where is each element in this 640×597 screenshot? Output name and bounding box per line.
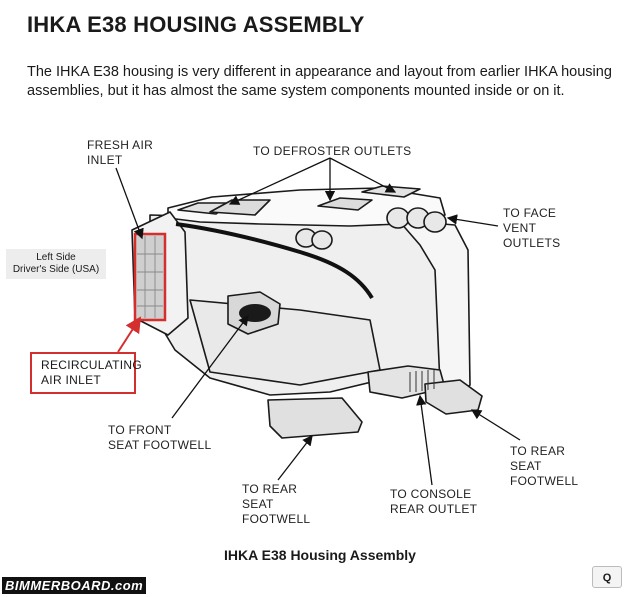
label-line: TO FACE: [503, 206, 557, 220]
intro-paragraph: The IHKA E38 housing is very different i…: [27, 64, 612, 99]
label-line: SEAT FOOTWELL: [108, 438, 212, 452]
page-title: IHKA E38 HOUSING ASSEMBLY: [27, 12, 365, 37]
label-line: SEAT: [242, 497, 274, 511]
label-line: TO CONSOLE: [390, 487, 472, 501]
label-line: TO REAR: [510, 444, 566, 458]
label-line: RECIRCULATING: [41, 358, 143, 372]
label-rear-seat-footwell-left: TO REAR SEAT FOOTWELL: [242, 482, 310, 527]
label-line: TO FRONT: [108, 423, 172, 437]
left-side-note: Left Side Driver's Side (USA): [6, 249, 106, 279]
bimmerboard-logo[interactable]: BIMMERBOARD.com: [2, 577, 147, 594]
label-line: AIR INLET: [41, 373, 102, 387]
label-rear-seat-footwell-right: TO REAR SEAT FOOTWELL: [510, 444, 578, 489]
label-line: Left Side: [36, 252, 76, 263]
label-front-seat-footwell: TO FRONT SEAT FOOTWELL: [108, 423, 211, 453]
label-line: VENT: [503, 221, 537, 235]
recirculation-filter: [133, 232, 167, 322]
label-face-vent-outlets: TO FACE VENT OUTLETS: [503, 206, 560, 251]
label-console-rear-outlet: TO CONSOLE REAR OUTLET: [390, 487, 477, 517]
label-line: Driver's Side (USA): [12, 264, 100, 275]
label-line: OUTLETS: [503, 236, 561, 250]
figure-caption: IHKA E38 Housing Assembly: [224, 547, 416, 563]
label-recirculating-air-inlet: RECIRCULATING AIR INLET: [30, 352, 143, 394]
label-line: REAR OUTLET: [390, 502, 478, 516]
label-line: INLET: [87, 153, 123, 167]
label-line: SEAT: [510, 459, 542, 473]
corner-q-button[interactable]: Q: [592, 566, 622, 588]
label-defroster-outlets: TO DEFROSTER OUTLETS: [253, 144, 412, 158]
label-line: FOOTWELL: [510, 474, 579, 488]
label-line: FOOTWELL: [242, 512, 311, 526]
label-line: TO REAR: [242, 482, 298, 496]
label-fresh-air-inlet: FRESH AIR INLET: [87, 138, 153, 168]
label-line: FRESH AIR: [87, 138, 154, 152]
